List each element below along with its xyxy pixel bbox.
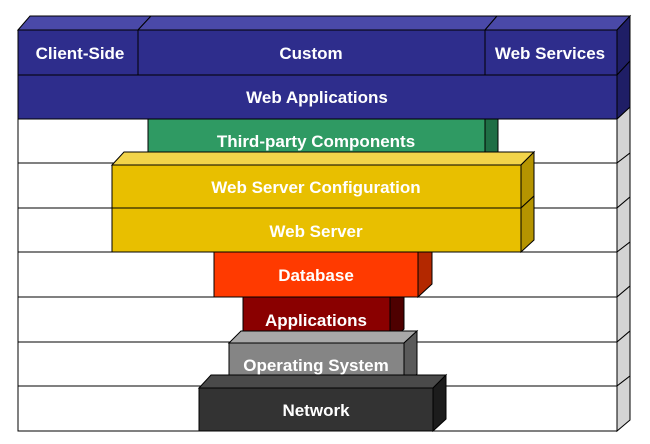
web-applications-label: Web Applications — [246, 88, 388, 107]
custom-block-top — [136, 15, 499, 31]
network-layer — [197, 373, 448, 433]
applications-label: Applications — [265, 311, 367, 330]
database-label: Database — [278, 266, 354, 285]
web-server-config-block — [111, 164, 522, 209]
web-server-config-block-top — [110, 151, 536, 166]
web-services-label: Web Services — [495, 44, 605, 63]
web-server-configuration-label: Web Server Configuration — [211, 178, 420, 197]
web-applications-block — [17, 74, 618, 120]
network-block-top — [197, 374, 448, 389]
network-label: Network — [282, 401, 350, 420]
slab-side-7 — [616, 374, 631, 433]
database-block — [213, 251, 419, 298]
operating-system-label: Operating System — [243, 356, 389, 375]
web-services-block — [484, 29, 618, 76]
client-side-block-top — [16, 15, 153, 31]
network-block — [198, 387, 434, 432]
database-layer — [213, 251, 433, 299]
client-side-block — [17, 29, 139, 76]
web-server-label: Web Server — [269, 222, 363, 241]
client-side-label: Client-Side — [36, 44, 125, 63]
web-services-block-top — [483, 15, 632, 31]
third-party-components-label: Third-party Components — [217, 132, 415, 151]
labels: Client-Side Custom Web Services Web Appl… — [36, 44, 606, 420]
top-blocks — [16, 14, 632, 121]
operating-system-block-top — [227, 330, 419, 344]
custom-label: Custom — [279, 44, 342, 63]
